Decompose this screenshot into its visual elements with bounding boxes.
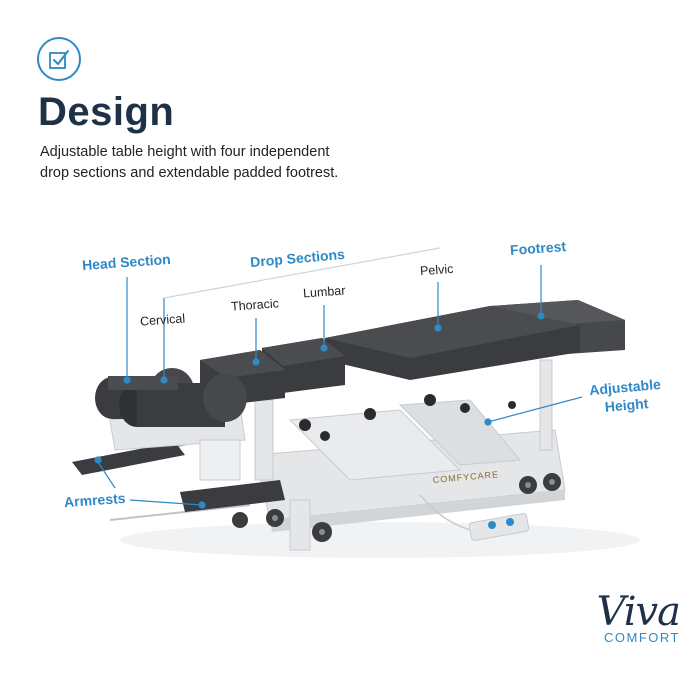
checkbox-icon (37, 37, 81, 81)
brand-logo: Viva COMFORT (580, 589, 681, 645)
page-description: Adjustable table height with four indepe… (40, 144, 339, 181)
label-pelvic: Pelvic (419, 261, 454, 279)
page-title: Design (38, 90, 175, 134)
callout-adjustable-height: Adjustable Height (589, 375, 663, 417)
brand-logo-sub: COMFORT (604, 630, 680, 645)
brand-logo-script: Viva (596, 589, 681, 635)
label-lumbar: Lumbar (302, 283, 346, 301)
